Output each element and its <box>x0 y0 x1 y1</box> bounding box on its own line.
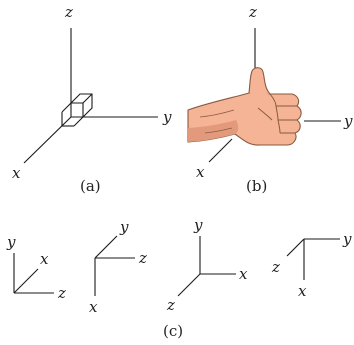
frame-1-x-label: x <box>40 250 49 268</box>
frame-3-x-label: x <box>239 265 248 283</box>
frame-4-z-label: z <box>271 258 280 276</box>
panel-a-z-label: z <box>64 3 73 21</box>
panel-a-y-label: y <box>162 108 172 126</box>
frame-2-y-label: y <box>119 218 129 236</box>
frame-1-y-label: y <box>6 233 16 251</box>
frame-4-x-label: x <box>298 282 307 300</box>
panel-b-x-axis <box>208 138 233 163</box>
panel-b-caption: (b) <box>246 177 267 195</box>
panel-b: z y x (b) <box>187 3 353 195</box>
frame-2: y z x <box>89 218 147 316</box>
frame-4-y-label: y <box>342 230 352 248</box>
frame-2-x-label: x <box>89 298 98 316</box>
panel-b-y-label: y <box>343 112 353 130</box>
frame-2-z-label: z <box>138 249 147 267</box>
right-hand-thumbs-up-icon <box>187 67 302 146</box>
panel-b-z-label: z <box>248 3 257 21</box>
frame-3-y-label: y <box>193 216 203 234</box>
panel-a: z y x (a) <box>12 3 172 195</box>
panel-b-x-label: x <box>196 163 205 181</box>
panel-a-x-label: x <box>12 164 21 182</box>
panel-a-caption: (a) <box>80 177 101 195</box>
frame-4: y x z <box>271 230 352 300</box>
frame-1: y x z <box>6 233 66 302</box>
unit-cube <box>61 93 93 127</box>
panel-c: y x z y z x y x z y x z <box>6 216 352 340</box>
frame-3: y x z <box>166 216 248 314</box>
frame-3-z-label: z <box>166 296 175 314</box>
panel-a-x-axis <box>23 116 72 164</box>
frame-1-z-label: z <box>57 284 66 302</box>
panel-c-caption: (c) <box>163 322 183 340</box>
